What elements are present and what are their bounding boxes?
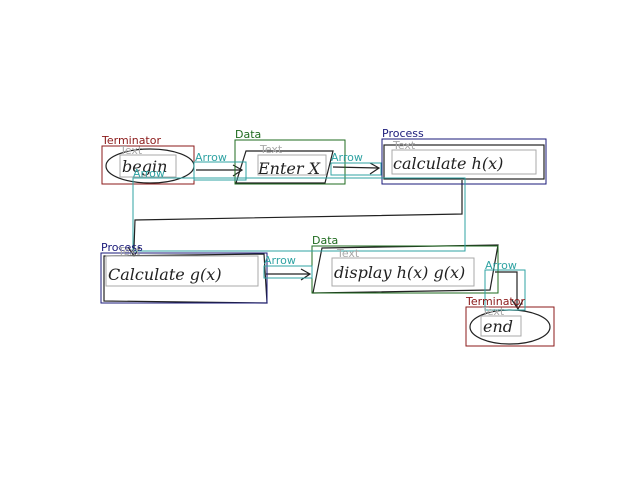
text-box-enter-x — [257, 154, 327, 176]
calc-g-category-label: Process — [101, 241, 143, 254]
calc-h-category-label: Process — [382, 127, 424, 140]
enter-x-handwritten: Enter X — [257, 159, 321, 178]
arrow-box-begin-enter — [193, 161, 247, 181]
text-box-calc-g — [105, 255, 259, 287]
display-handwritten: display h(x) g(x) — [334, 263, 465, 282]
arrow-box-calch-calcg — [132, 177, 466, 252]
arrow-box-display-end — [484, 269, 526, 311]
handwritten-labels: begin Enter X calculate h(x) Calculate g… — [108, 154, 513, 336]
begin-handwritten: begin — [122, 157, 167, 176]
arrow-annotations — [132, 161, 526, 311]
arrow-label-begin-enter: Arrow — [195, 151, 227, 164]
enter-x-category-label: Data — [235, 128, 261, 141]
text-label-calc-g: Text — [117, 245, 141, 258]
text-label-begin: Text — [119, 144, 143, 157]
end-terminator-box — [465, 306, 555, 347]
text-annotations — [105, 149, 537, 337]
arrow-calch-calcg-stroke — [127, 180, 463, 258]
arrow-display-end-stroke — [495, 271, 524, 311]
end-category-label: Terminator — [465, 295, 525, 308]
arrow-label-display-end: Arrow — [485, 259, 517, 272]
text-label-end: Text — [481, 305, 505, 318]
end-handwritten: end — [483, 317, 513, 336]
begin-category-label: Terminator — [101, 134, 161, 147]
text-box-begin — [119, 154, 177, 178]
calc-h-process-box — [381, 138, 547, 185]
calc-h-sketch-rect — [383, 144, 545, 180]
category-labels: Terminator Data Process Process Data Ter… — [101, 127, 525, 318]
text-label-enter-x: Text — [259, 143, 283, 156]
text-label-calc-h: Text — [392, 139, 416, 152]
arrow-label-enter-calch: Arrow — [331, 151, 363, 164]
arrow-enter-calch-stroke — [332, 162, 381, 175]
text-box-calc-h — [391, 149, 537, 175]
text-box-end — [480, 315, 522, 337]
calc-g-handwritten: Calculate g(x) — [108, 265, 222, 284]
text-box-display — [331, 257, 475, 287]
arrow-begin-enter-stroke — [196, 164, 244, 177]
arrow-box-calcg-display — [263, 265, 313, 279]
display-category-label: Data — [312, 234, 338, 247]
arrow-label-calch-calcg: Arrow — [133, 167, 165, 180]
arrow-label-calcg-display: Arrow — [264, 254, 296, 267]
arrow-box-enter-calch — [330, 162, 382, 176]
text-label-display: Text — [336, 247, 360, 260]
calc-h-handwritten: calculate h(x) — [393, 154, 503, 173]
